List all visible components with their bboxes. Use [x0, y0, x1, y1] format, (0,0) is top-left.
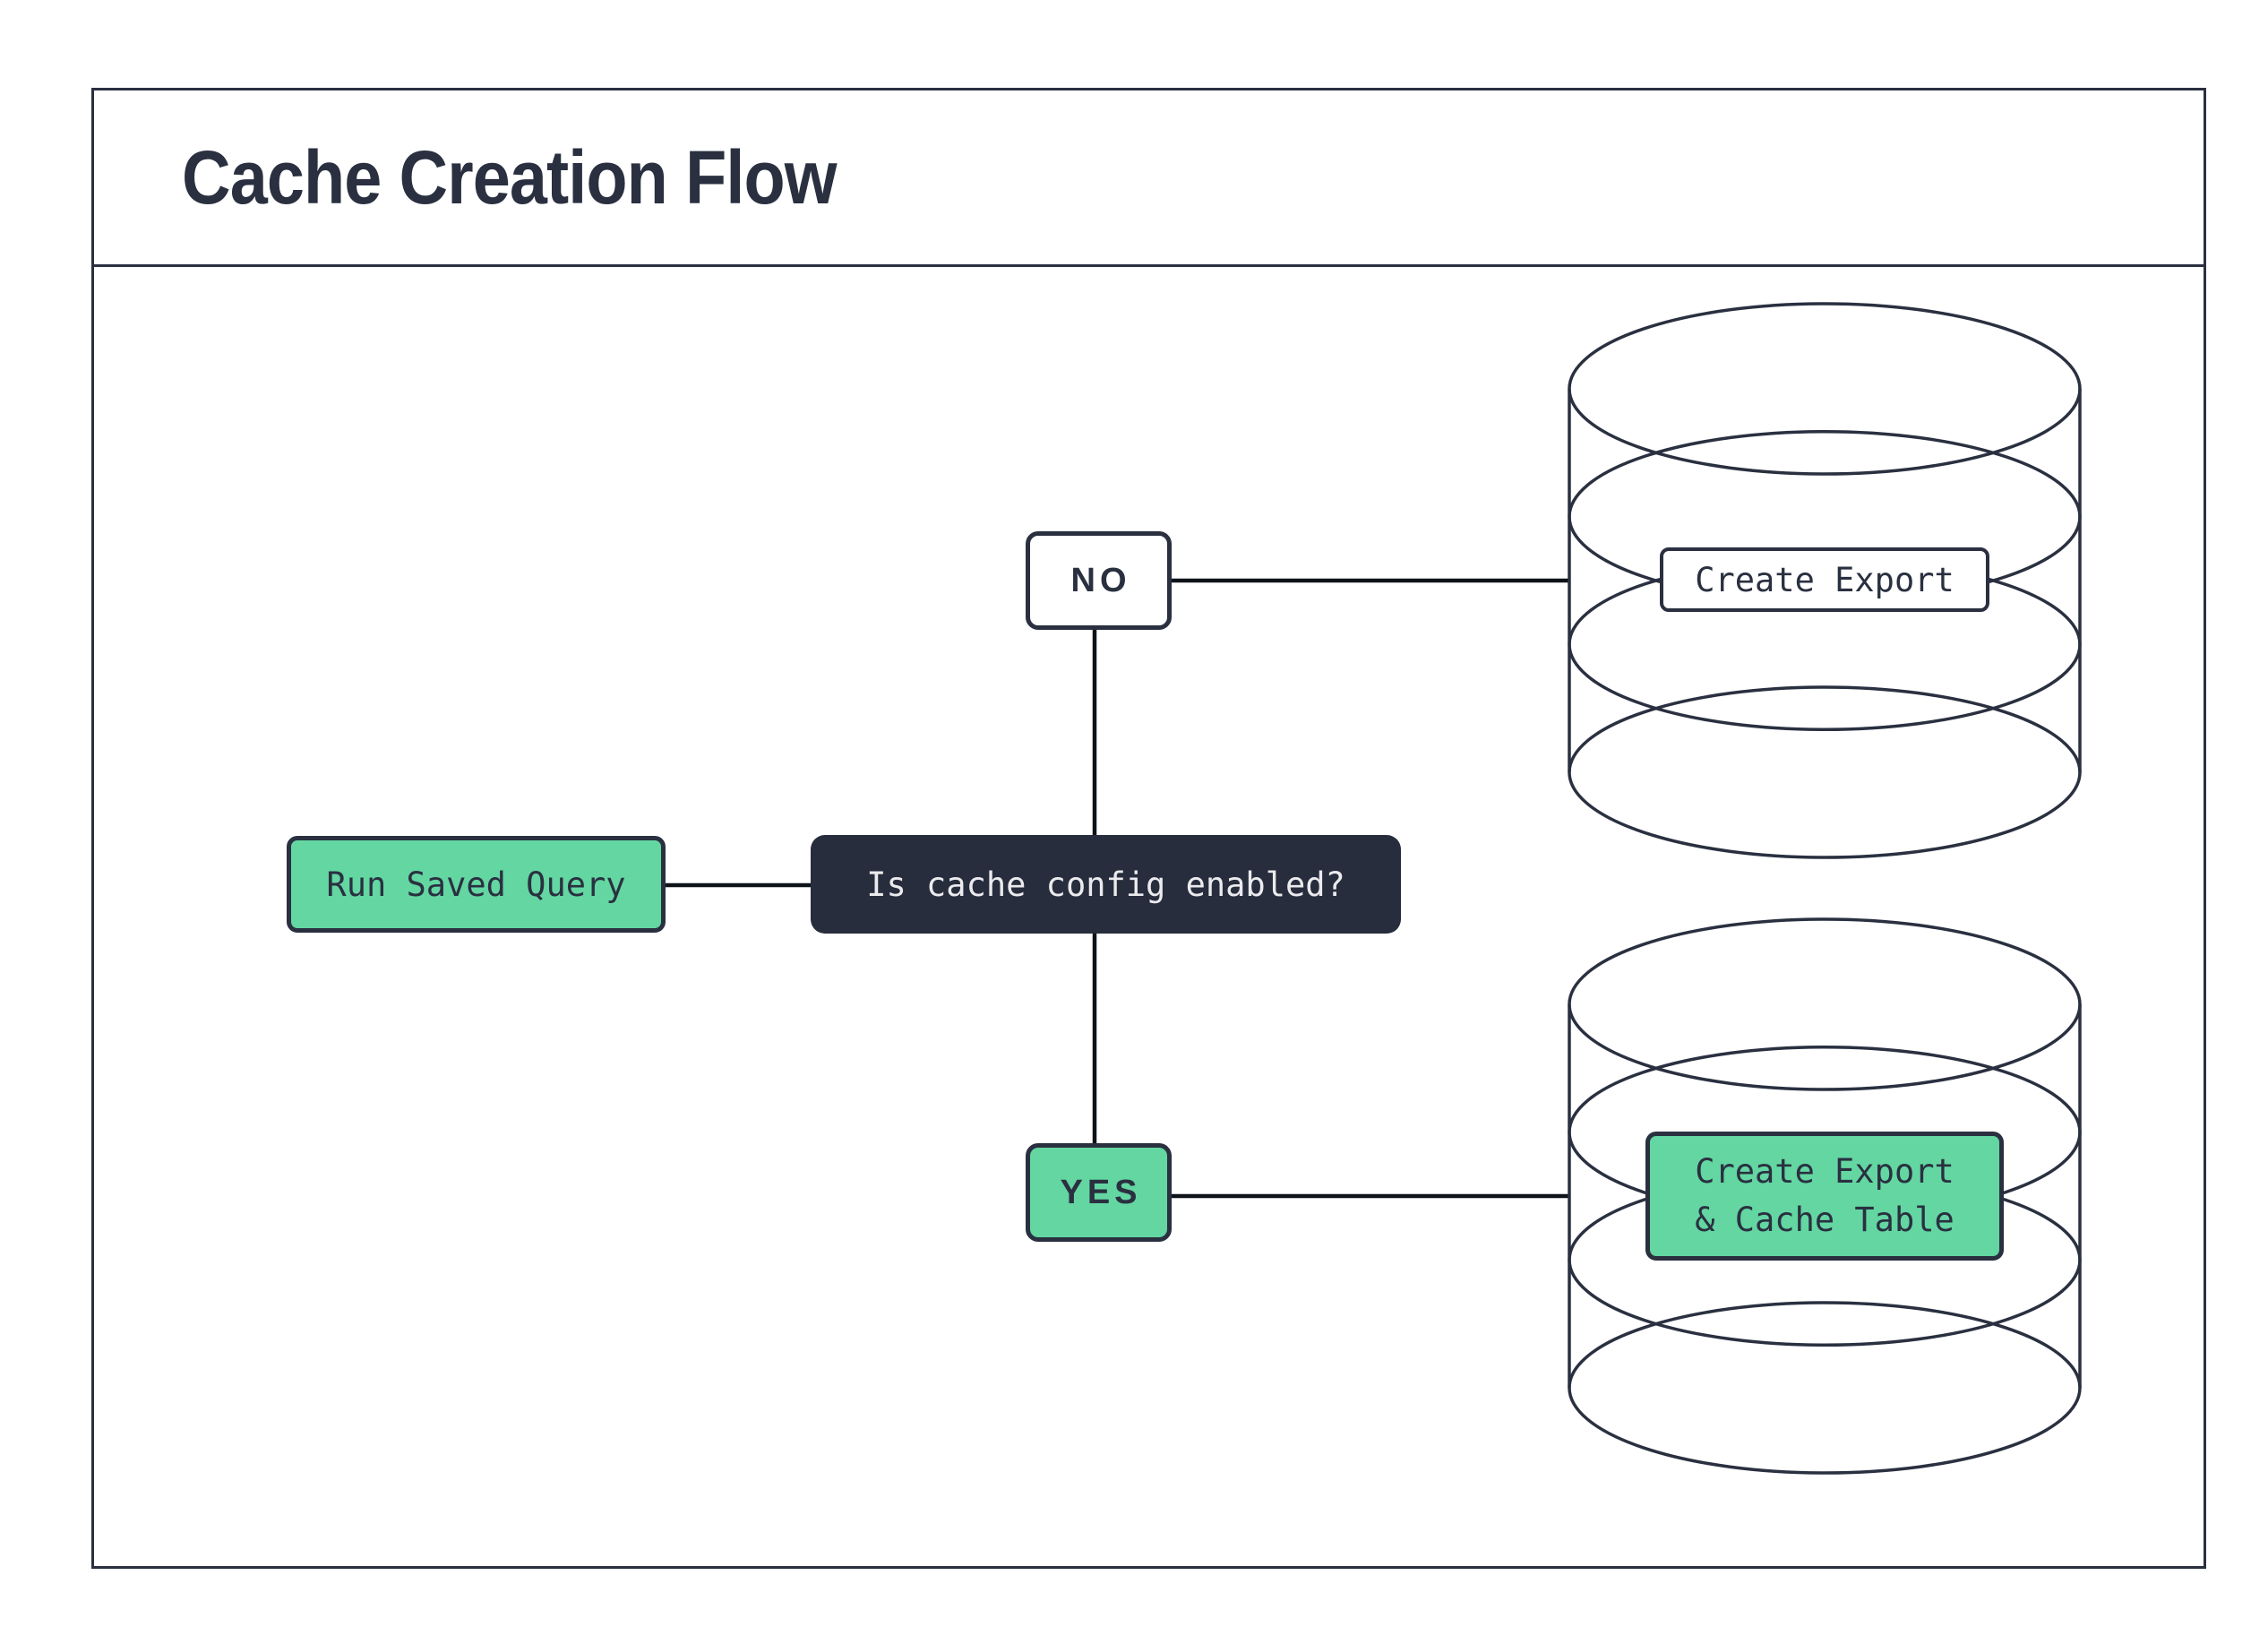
node-branch-yes: YES — [1026, 1143, 1172, 1242]
node-branch-no: NO — [1026, 531, 1172, 630]
node-run-saved-query-label: Run Saved Query — [326, 865, 626, 904]
node-create-export-label: Create Export — [1695, 560, 1954, 599]
diagram-header: Cache Creation Flow — [94, 90, 2204, 267]
node-decision-label: Is cache config enabled? — [866, 865, 1345, 904]
page-title: Cache Creation Flow — [182, 134, 838, 220]
node-run-saved-query: Run Saved Query — [287, 836, 666, 933]
node-branch-no-label: NO — [1070, 561, 1131, 599]
node-create-export-cache-table: Create Export & Cache Table — [1645, 1132, 2004, 1261]
node-create-export-cache-table-line2: & Cache Table — [1695, 1201, 1954, 1239]
node-create-export: Create Export — [1660, 547, 1989, 612]
node-decision-cache-config: Is cache config enabled? — [811, 835, 1401, 934]
node-create-export-cache-table-line1: Create Export — [1695, 1152, 1954, 1192]
node-branch-yes-label: YES — [1060, 1173, 1142, 1211]
